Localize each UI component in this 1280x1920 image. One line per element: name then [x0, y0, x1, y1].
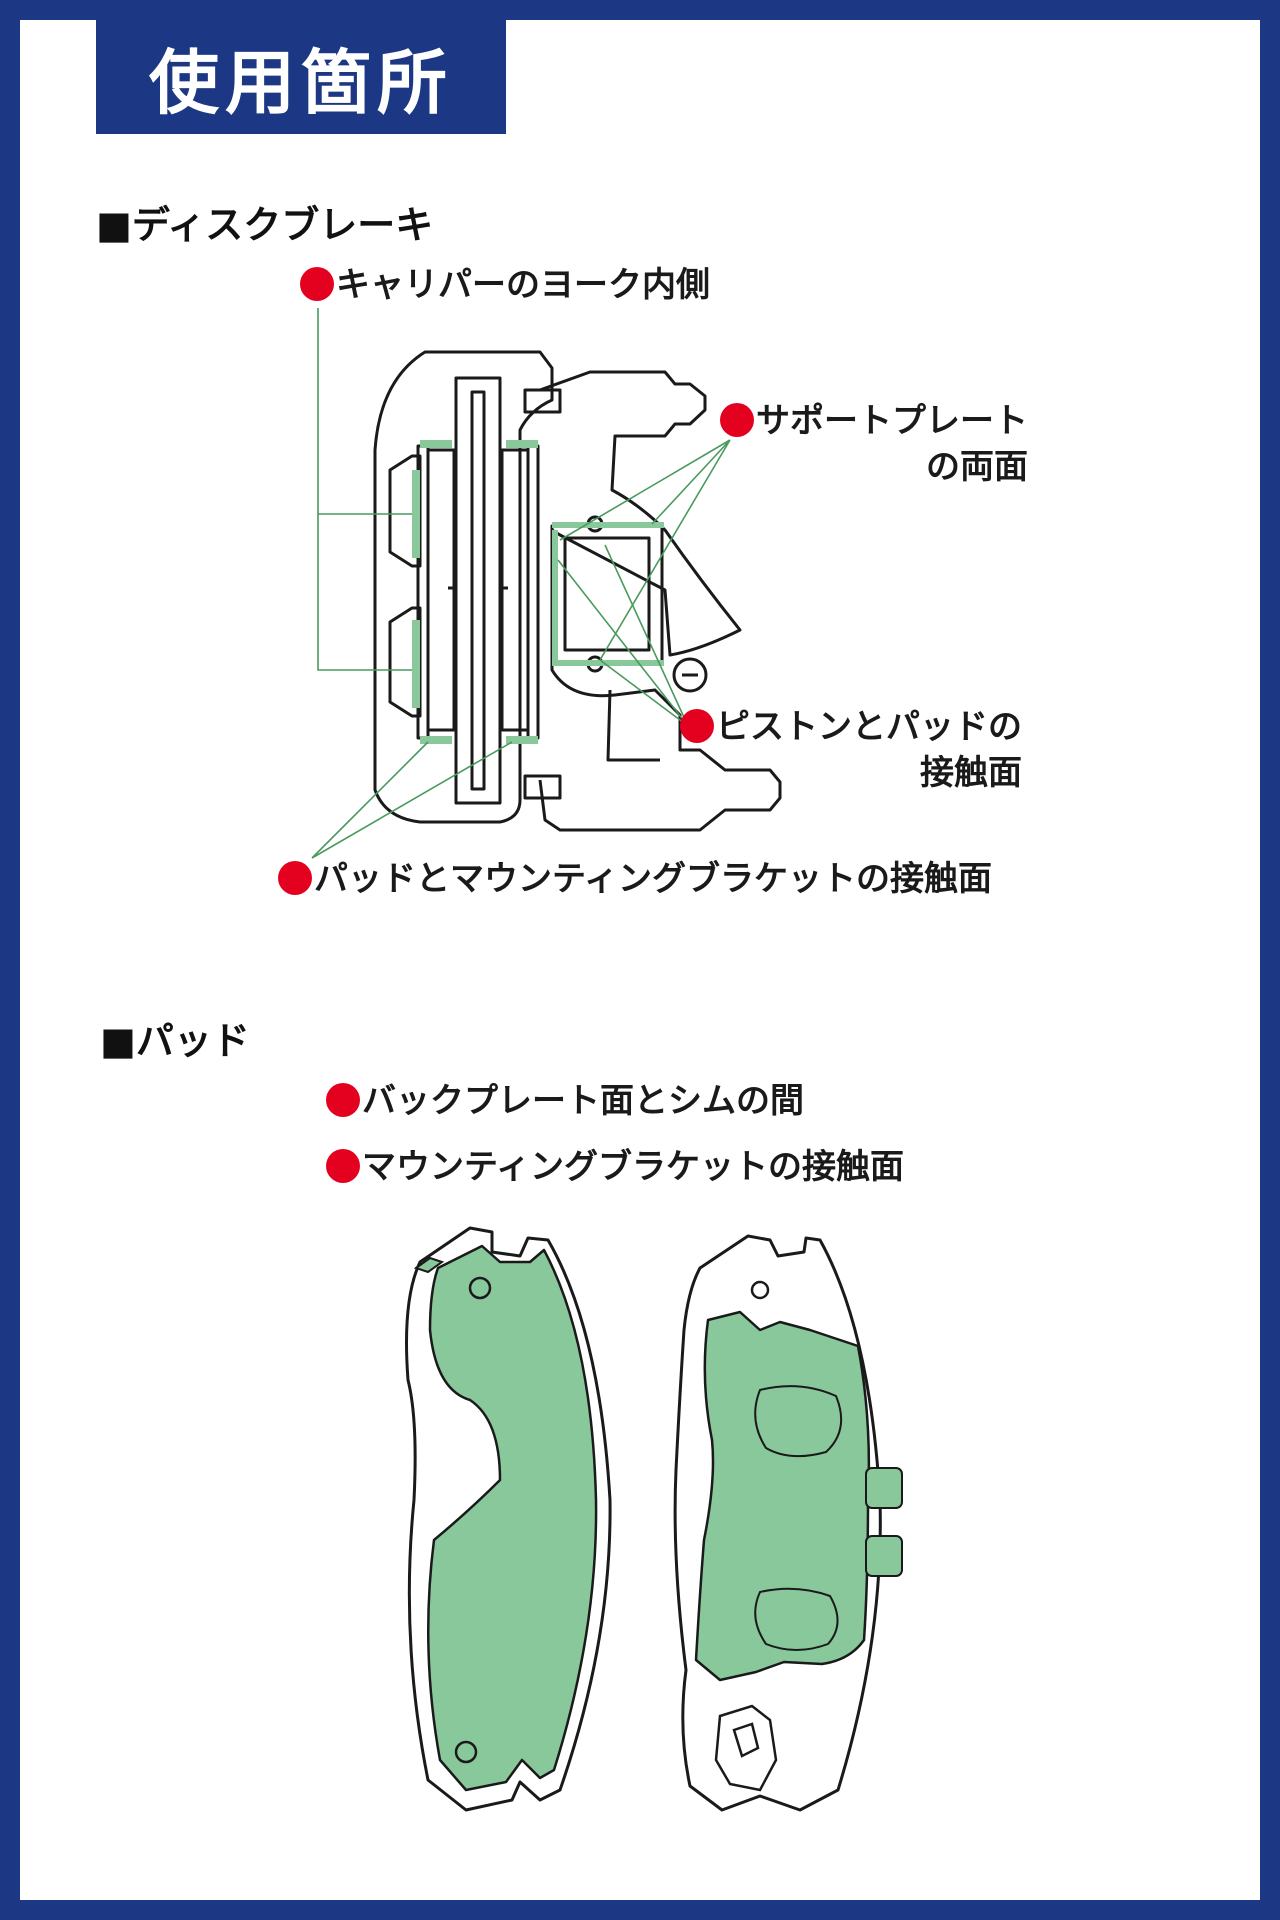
label-pad-mounting: パッドとマウンティングブラケットの接触面 — [278, 856, 992, 902]
pad-mount-bottom-left — [420, 736, 452, 744]
pad-right-tab-top — [865, 1467, 903, 1509]
pad-left-hole-top — [468, 1276, 492, 1300]
piston-upper — [388, 454, 422, 568]
caliper-highlights — [412, 440, 664, 744]
bleeder-valve — [672, 657, 708, 693]
marker-dot — [680, 709, 714, 743]
label-mounting-contact: マウンティングブラケットの接触面 — [326, 1144, 904, 1190]
disc-rotor-inner — [470, 390, 486, 791]
piston-housing-inner — [563, 536, 651, 652]
label-pad-mounting-text: パッドとマウンティングブラケットの接触面 — [314, 859, 992, 899]
pad-left-friction — [426, 1244, 598, 1792]
bracket-bolt-top — [523, 388, 562, 414]
label-piston-pad-line2: 接触面 — [920, 753, 1022, 793]
label-caliper-yoke: キャリパーのヨーク内側 — [300, 262, 710, 308]
pad-heading: ■パッド — [100, 1010, 250, 1065]
disc-brake-heading: ■ディスクブレーキ — [96, 194, 433, 249]
leader-pad-mounting — [311, 741, 513, 859]
pad-left-edge — [413, 1256, 445, 1274]
label-backplate-shim: バックプレート面とシムの間 — [326, 1078, 804, 1124]
label-piston-pad-line1: ピストンとパッドの — [716, 707, 1022, 747]
pad-mount-top-left — [420, 440, 452, 448]
inner-pad — [426, 448, 456, 732]
pad-mount-bottom-right — [506, 736, 538, 744]
pad-left-drawing — [405, 1226, 612, 1812]
pad-right-tab-bottom — [865, 1535, 903, 1577]
mounting-bracket — [538, 370, 782, 832]
bracket-bolt-bottom — [523, 774, 562, 800]
yoke-contact-upper — [412, 470, 420, 558]
label-support-plate: サポートプレート の両面 — [716, 398, 1028, 490]
pad-right-hole-top — [750, 1280, 770, 1300]
pad-left-hole-bottom — [454, 1740, 478, 1764]
leader-support-plate — [559, 439, 731, 661]
disc-brake-heading-text: ■ディスクブレーキ — [96, 203, 434, 247]
pad-right-lobe-bottom — [754, 1587, 839, 1651]
leader-caliper-yoke — [317, 308, 412, 671]
label-support-plate-line1: サポートプレート — [756, 401, 1028, 441]
caliper-body — [373, 350, 554, 824]
pad-right-clip — [714, 1704, 778, 1792]
piston-lower — [388, 606, 422, 718]
support-plate-bottom — [552, 660, 664, 666]
outer-pad — [500, 448, 530, 732]
page-title: 使用箇所 — [149, 41, 453, 124]
disc-rotor — [454, 376, 502, 805]
label-backplate-shim-text: バックプレート面とシムの間 — [362, 1081, 804, 1121]
marker-dot — [300, 267, 334, 301]
title-banner: 使用箇所 — [96, 20, 506, 134]
support-plate-top — [552, 522, 664, 528]
piston-contact — [552, 530, 558, 660]
pad-right-shim — [694, 1310, 871, 1682]
pad-heading-text: ■パッド — [100, 1019, 250, 1063]
piston-housing — [550, 524, 664, 664]
marker-dot — [326, 1083, 360, 1117]
yoke-contact-lower — [412, 620, 420, 708]
lower-mount — [606, 689, 660, 762]
marker-dot — [326, 1149, 360, 1183]
content-panel — [20, 20, 1260, 1900]
label-caliper-yoke-text: キャリパーのヨーク内側 — [336, 265, 710, 305]
pad-mount-top-right — [506, 440, 538, 448]
label-support-plate-line2: の両面 — [926, 447, 1028, 487]
pad-right-drawing — [673, 1234, 903, 1812]
outer-pad-backplate — [526, 444, 540, 740]
label-piston-pad: ピストンとパッドの 接触面 — [680, 704, 1022, 796]
marker-dot — [720, 403, 754, 437]
label-mounting-contact-text: マウンティングブラケットの接触面 — [362, 1147, 904, 1187]
marker-dot — [278, 861, 312, 895]
pad-right-lobe-top — [754, 1385, 843, 1458]
leader-piston-pad — [557, 544, 689, 727]
leader-lines — [311, 308, 731, 859]
